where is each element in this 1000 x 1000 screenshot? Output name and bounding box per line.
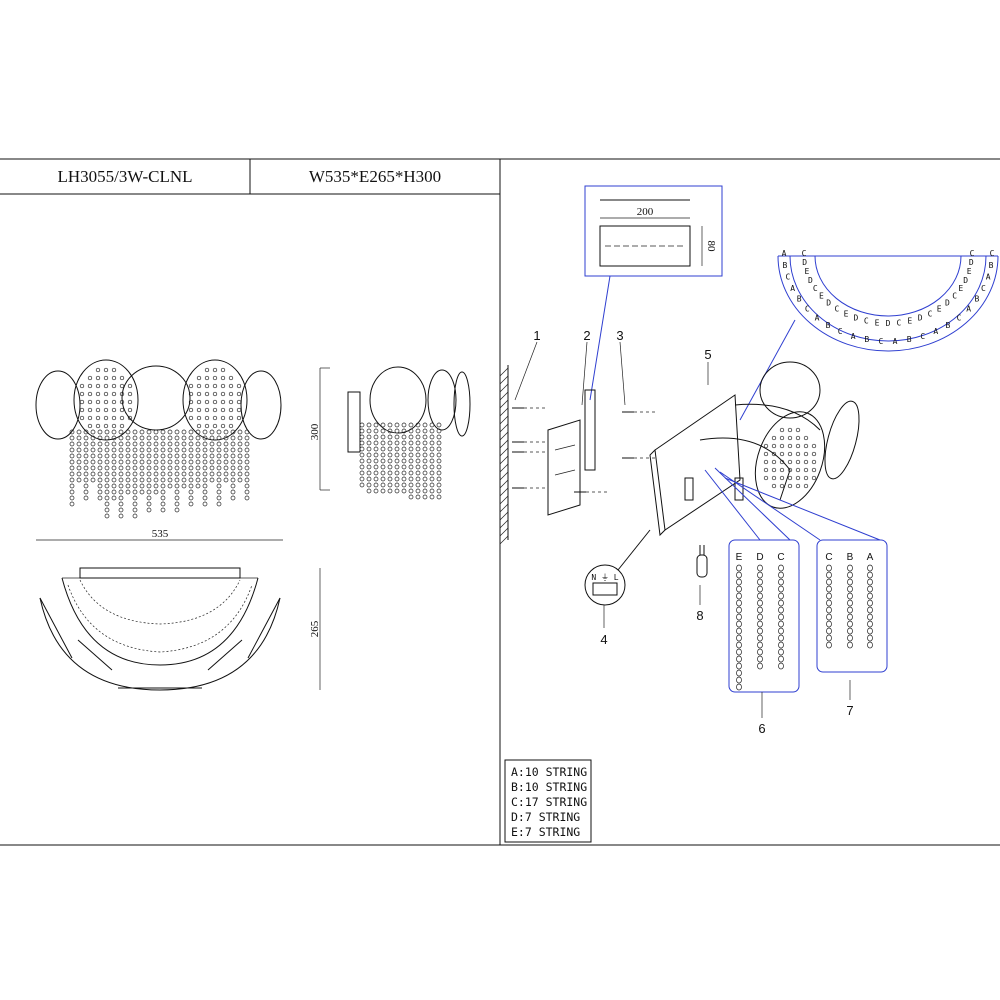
legend-c: C:17 STRING	[511, 795, 587, 809]
terminal-labels: N ⏚ L	[591, 573, 618, 582]
side-crystal-strings	[359, 422, 442, 500]
callout-6: 6	[758, 721, 765, 736]
legend-d: D:7 STRING	[511, 810, 580, 824]
string-label-a: A	[867, 552, 874, 563]
wall	[499, 365, 509, 545]
screws	[512, 407, 658, 493]
svg-text:C: C	[990, 249, 995, 258]
string-group-right: C B A	[816, 539, 888, 673]
svg-text:D: D	[826, 298, 831, 307]
svg-text:A: A	[933, 327, 938, 336]
svg-text:A: A	[782, 249, 787, 258]
svg-text:E: E	[819, 292, 824, 301]
svg-text:B: B	[826, 321, 831, 330]
svg-text:C: C	[805, 305, 810, 314]
svg-text:C: C	[970, 249, 975, 258]
front-crystal-strings	[69, 367, 250, 519]
bracket-width: 200	[637, 206, 654, 218]
svg-text:C: C	[920, 332, 925, 341]
svg-text:C: C	[834, 305, 839, 314]
svg-text:B: B	[797, 295, 802, 304]
front-view: 300	[35, 359, 330, 519]
svg-text:C: C	[952, 292, 957, 301]
svg-text:D: D	[969, 258, 974, 267]
svg-text:D: D	[918, 314, 923, 323]
callout-2: 2	[583, 328, 590, 343]
wall-bracket	[547, 389, 596, 516]
width-dimension: 535	[152, 528, 169, 540]
overall-size: W535*E265*H300	[309, 167, 441, 186]
svg-text:E: E	[844, 310, 849, 319]
string-label-c: C	[825, 552, 832, 563]
string-legend: A:10 STRING B:10 STRING C:17 STRING D:7 …	[504, 759, 592, 843]
svg-text:D: D	[963, 276, 968, 285]
string-label-e: E	[736, 552, 743, 563]
bulb	[696, 545, 708, 578]
svg-text:D: D	[808, 276, 813, 285]
svg-text:B: B	[989, 261, 994, 270]
svg-text:C: C	[981, 284, 986, 293]
string-label-b: B	[847, 552, 854, 563]
top-view: 535 265	[36, 528, 321, 691]
svg-text:A: A	[893, 337, 898, 346]
model-number: LH3055/3W-CLNL	[57, 167, 192, 186]
svg-text:B: B	[864, 335, 869, 344]
svg-text:A: A	[790, 284, 795, 293]
svg-text:C: C	[897, 318, 902, 327]
svg-text:C: C	[785, 273, 790, 282]
legend-b: B:10 STRING	[511, 780, 587, 794]
svg-text:C: C	[813, 284, 818, 293]
bracket-detail: 200 80	[584, 185, 723, 401]
height-dimension: 300	[309, 423, 321, 440]
canopy	[649, 361, 860, 537]
bracket-height: 80	[705, 241, 717, 253]
callout-8: 8	[696, 608, 703, 623]
svg-text:A: A	[815, 313, 820, 322]
sheet-frame	[0, 158, 1000, 846]
svg-text:E: E	[937, 305, 942, 314]
string-leaders	[704, 467, 881, 541]
terminal-block: N ⏚ L	[584, 529, 651, 606]
crystal-chains	[736, 564, 873, 691]
callout-3: 3	[616, 328, 623, 343]
svg-text:C: C	[802, 249, 807, 258]
svg-text:C: C	[864, 317, 869, 326]
svg-text:E: E	[875, 318, 880, 327]
svg-text:C: C	[957, 313, 962, 322]
svg-text:C: C	[928, 310, 933, 319]
callout-4: 4	[600, 632, 607, 647]
svg-text:D: D	[802, 258, 807, 267]
string-label-c: C	[777, 552, 784, 563]
string-label-d: D	[756, 552, 763, 563]
svg-text:C: C	[878, 337, 883, 346]
svg-text:D: D	[945, 298, 950, 307]
svg-text:E: E	[907, 317, 912, 326]
svg-text:A: A	[986, 273, 991, 282]
svg-text:A: A	[966, 305, 971, 314]
svg-text:B: B	[946, 321, 951, 330]
callout-1: 1	[533, 328, 540, 343]
svg-text:E: E	[958, 284, 963, 293]
callout-7: 7	[846, 703, 853, 718]
svg-text:E: E	[804, 267, 809, 276]
svg-text:D: D	[886, 319, 891, 328]
svg-text:B: B	[974, 295, 979, 304]
svg-text:C: C	[838, 327, 843, 336]
svg-text:A: A	[851, 332, 856, 341]
svg-text:E: E	[967, 267, 972, 276]
svg-text:B: B	[907, 335, 912, 344]
svg-text:D: D	[853, 314, 858, 323]
legend-e: E:7 STRING	[511, 825, 580, 839]
svg-text:B: B	[783, 261, 788, 270]
callout-leaders	[514, 341, 851, 718]
legend-a: A:10 STRING	[511, 765, 587, 779]
callout-5: 5	[704, 347, 711, 362]
side-view	[347, 366, 471, 500]
depth-dimension: 265	[309, 620, 321, 637]
string-group-left: E D C	[728, 539, 800, 693]
